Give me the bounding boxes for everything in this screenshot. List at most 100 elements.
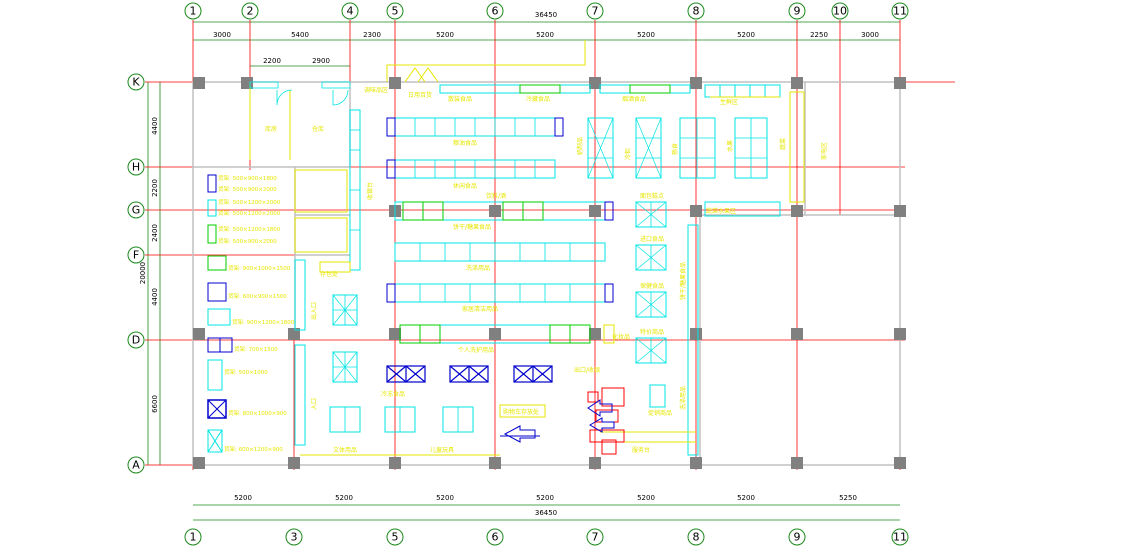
label-fruit-veg: 蔬菜水果区 xyxy=(706,207,736,215)
dim-bottom-4: 5200 xyxy=(536,494,554,502)
grid-row-H-label: H xyxy=(132,161,140,174)
dim-top-8: 2250 xyxy=(810,31,828,39)
legend-item-12: 货架: 800×1000×900 xyxy=(228,409,287,417)
label-promo: 促销商品 xyxy=(648,409,672,417)
dim-left-4: 4400 xyxy=(151,288,159,306)
label-cart-storage: 购物车存放处 xyxy=(503,408,539,416)
grid-row-A-bubble xyxy=(127,456,145,474)
grid-row-K-label: K xyxy=(132,76,140,89)
dim-left-5: 6600 xyxy=(151,395,159,413)
grid-col-bottom-9-bubble xyxy=(788,528,806,546)
label-seasoning: 调味品区 xyxy=(364,86,388,94)
grid-row-F-label: F xyxy=(133,249,139,262)
legend-item-9: 货架: 900×1200×1800 xyxy=(232,318,295,326)
label-freezer: 冷柜 xyxy=(624,148,632,160)
legend-item-1: 货架: 500×900×1800 xyxy=(218,174,277,182)
label-frozen: 冷冻食品 xyxy=(381,390,405,398)
label-side-shelf-2: 洗涤用品 xyxy=(679,386,687,410)
grid-row-G-bubble xyxy=(127,201,145,219)
grid-col-bottom-7-bubble xyxy=(586,528,604,546)
grid-col-bottom-3-label: 3 xyxy=(291,531,298,544)
columns xyxy=(193,77,906,469)
dim-left-2: 2200 xyxy=(151,179,159,197)
label-bag-storage: 存包处 xyxy=(320,270,338,278)
dim-bottom-7: 5250 xyxy=(839,494,857,502)
cyan-x-marks xyxy=(332,117,667,383)
grid-col-bottom-5-bubble xyxy=(386,528,404,546)
grid-col-top-1-label: 1 xyxy=(190,5,197,18)
dim-bottom-6: 5200 xyxy=(737,494,755,502)
dim-bottom-1: 5200 xyxy=(234,494,252,502)
dim-top-inner-1: 2200 xyxy=(263,57,281,65)
legend-item-3: 货架: 500×1200×2000 xyxy=(218,198,281,206)
dim-top-3: 2300 xyxy=(363,31,381,39)
dim-top-total: 36450 xyxy=(535,11,557,19)
grid-col-top-2-bubble xyxy=(241,2,259,20)
shelves xyxy=(294,84,781,456)
label-stationery: 文体用品 xyxy=(333,446,357,454)
checkout-arrows xyxy=(500,399,615,443)
dim-top-9: 3000 xyxy=(861,31,879,39)
legend-item-11: 货架: 500×1000 xyxy=(224,368,268,376)
checkout-counters xyxy=(587,387,625,455)
dim-top-4: 5200 xyxy=(436,31,454,39)
blue-x-islands xyxy=(386,365,553,383)
grid-col-bottom-8-bubble xyxy=(687,528,705,546)
grid-row-D-bubble xyxy=(127,331,145,349)
grid-col-bottom-6-label: 6 xyxy=(492,531,499,544)
shelf-bays xyxy=(333,118,767,432)
grid-row-H-bubble xyxy=(127,158,145,176)
grid-col-bottom-1-bubble xyxy=(184,528,202,546)
grid-col-bottom-3-bubble xyxy=(285,528,303,546)
label-tobacco: 烟酒食品 xyxy=(622,95,646,103)
top-dimensions xyxy=(147,21,900,521)
dim-left-1: 4400 xyxy=(151,117,159,135)
dim-top-inner-2: 2900 xyxy=(312,57,330,65)
grid-col-bottom-6-bubble xyxy=(486,528,504,546)
dim-left-total: 20000 xyxy=(139,262,147,284)
dim-left-3: 2400 xyxy=(151,224,159,242)
dim-top-1: 3000 xyxy=(213,31,231,39)
label-appliance: 家电区 xyxy=(820,142,828,160)
label-household: 家居清洁用品 xyxy=(462,305,498,313)
grid-col-top-4-bubble xyxy=(341,2,359,20)
dim-bottom-2: 5200 xyxy=(335,494,353,502)
legend-item-5: 货架: 500×1200×1800 xyxy=(218,225,281,233)
label-dairy: 奶制品 xyxy=(576,137,584,155)
grid-col-top-8-label: 8 xyxy=(693,5,700,18)
grid-col-top-2-label: 2 xyxy=(247,5,254,18)
grid-col-top-9-label: 9 xyxy=(794,5,801,18)
label-cosmetics: 化妆品 xyxy=(612,333,630,341)
grid-col-top-4-label: 4 xyxy=(347,5,354,18)
grid-row-K-bubble xyxy=(127,73,145,91)
label-snacks: 休闲食品 xyxy=(453,182,477,190)
yellow-fixtures xyxy=(249,40,805,456)
label-fresh: 生鲜区 xyxy=(720,98,738,106)
top-dim-texts: 36450 3000 5400 2300 5200 5200 5200 5200… xyxy=(139,11,879,517)
label-storage-2: 仓库 xyxy=(312,125,324,133)
area-labels: 库房 仓库 调味品区 日用百货 散装食品 冷藏食品 烟酒食品 生鲜区 粮油食品 … xyxy=(265,86,828,454)
green-shelves xyxy=(399,84,671,344)
grid-col-bottom-11-bubble xyxy=(891,528,909,546)
grid-col-top-9-bubble xyxy=(788,2,806,20)
blue-endcaps xyxy=(386,117,614,303)
grid-col-bottom-5-label: 5 xyxy=(392,531,399,544)
label-storage-1: 库房 xyxy=(265,125,277,133)
label-exit: 出口/收银 xyxy=(574,366,600,374)
grid-col-bottom-8-label: 8 xyxy=(693,531,700,544)
grid-col-top-11-label: 11 xyxy=(893,5,907,18)
grid-col-top-6-label: 6 xyxy=(492,5,499,18)
dim-bottom-3: 5200 xyxy=(436,494,454,502)
grid-row-G-label: G xyxy=(132,204,141,217)
grid-col-top-6-bubble xyxy=(486,2,504,20)
dim-top-2: 5400 xyxy=(291,31,309,39)
grid-lines xyxy=(145,20,955,470)
doors xyxy=(249,81,351,106)
label-deli: 熟食 xyxy=(671,143,679,155)
grid-col-bottom-7-label: 7 xyxy=(592,531,599,544)
legend-item-8: 货架: 600×900×1500 xyxy=(228,292,287,300)
grid-row-A-label: A xyxy=(132,459,140,472)
